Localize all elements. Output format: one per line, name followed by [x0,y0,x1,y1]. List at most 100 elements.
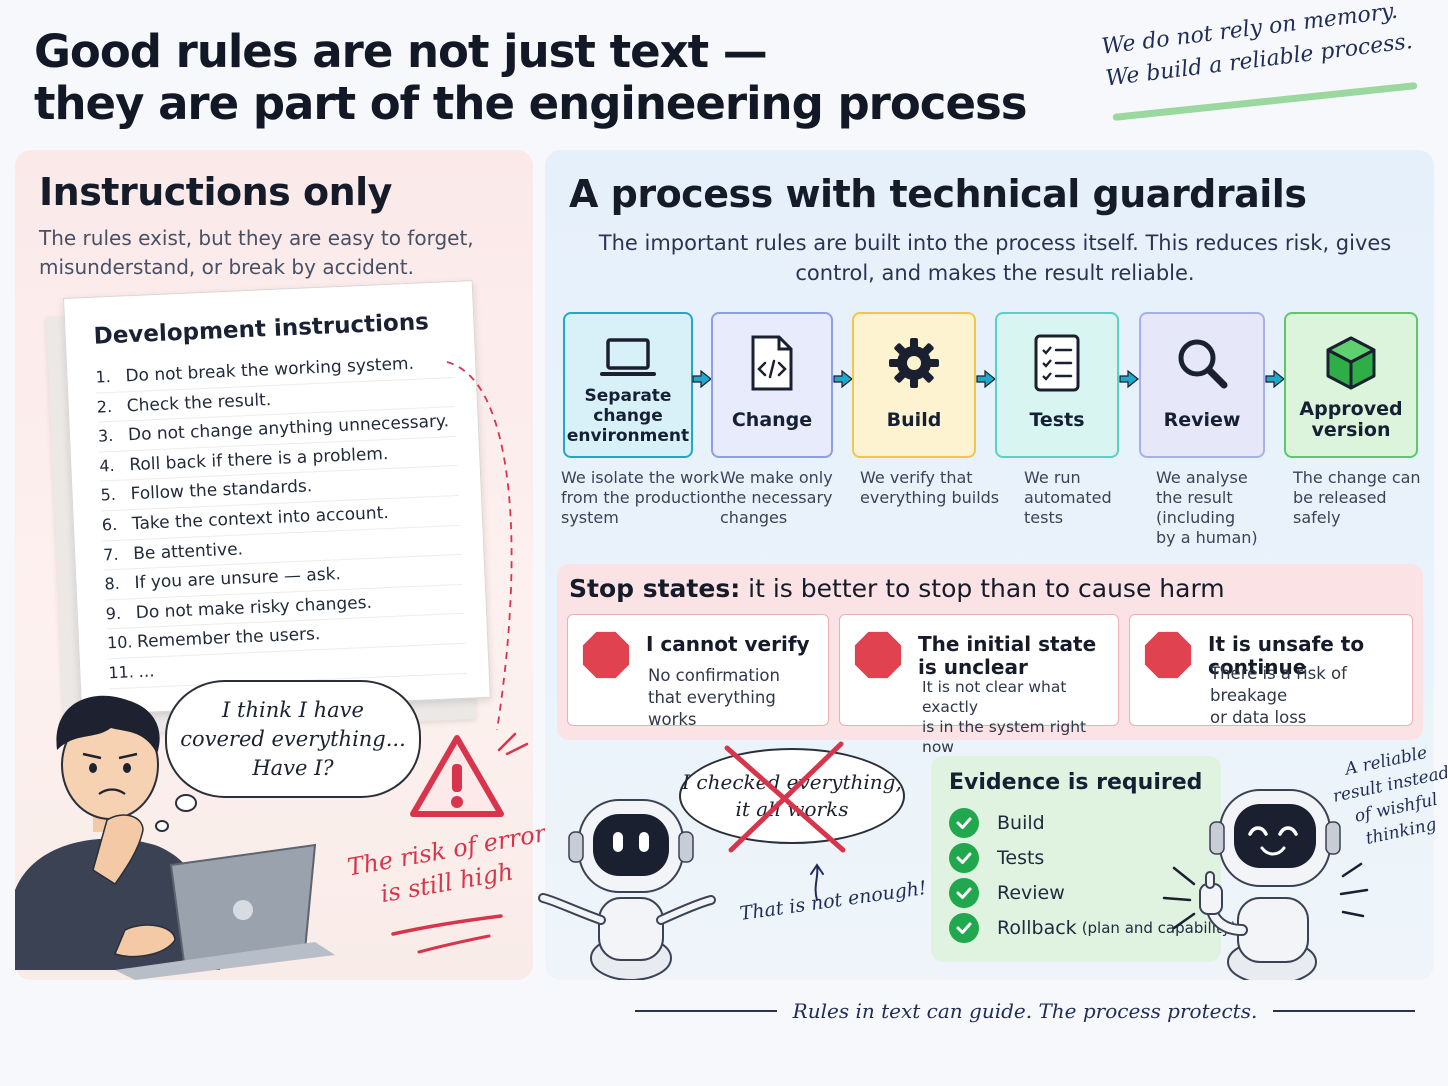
step-label: Change [726,394,818,456]
title-line-2: they are part of the engineering process [34,77,1028,130]
stop-card-title-line: is unclear [918,655,1028,679]
evidence-item-label: Rollback [997,917,1077,939]
instruction-number: 10. [106,632,133,653]
thought-line-3: Have I? [252,755,334,780]
check-circle-icon [949,913,979,943]
step-label-line: environment [566,426,690,446]
step-description-line: system [561,508,619,527]
stop-card-title-line: I cannot verify [646,632,810,656]
evidence-title: Evidence is required [949,770,1203,795]
step-label-line: Review [1163,408,1241,431]
right-panel-title: A process with technical guardrails [569,172,1307,216]
evidence-item: Tests [949,843,1044,873]
stop-states-box: Stop states: it is better to stop than t… [557,564,1423,756]
guardrails-panel: A process with technical guardrails The … [538,150,1448,980]
stop-card-description-line: is in the system right now [922,718,1087,756]
instructions-only-panel: Instructions only The rules exist, but t… [15,150,548,980]
title-line-1: Good rules are not just text — [34,25,768,78]
step-label: Build [881,394,948,456]
stop-states-title: Stop states: it is better to stop than t… [569,574,1225,603]
left-panel-title: Instructions only [39,170,392,214]
motto: We do not rely on memory. We build a rel… [1100,0,1435,96]
instruction-number: 5. [100,485,117,505]
step-label-line: Change [731,408,813,431]
evidence-item-label: Tests [997,847,1045,869]
worried-developer-illustration [15,695,335,980]
step-description-line: We verify that [860,468,973,487]
warning-icon [410,735,504,817]
evidence-item: Build [949,808,1045,838]
stop-sign-icon [582,631,630,683]
step-description-line: by a human) [1156,528,1258,547]
step-description-line: everything builds [860,488,1000,507]
footer: Rules in text can guide. The process pro… [635,996,1415,1026]
evidence-item: Rollback(plan and capability) [949,913,1236,943]
thumbs-up-robot-illustration [1162,789,1341,980]
pipeline-step: Change [711,312,833,458]
step-label-line: Approved [1299,398,1403,420]
step-description-line: The change can [1293,468,1421,487]
step-label: Tests [1023,394,1090,456]
evidence-item: Review [949,878,1065,908]
page-title: Good rules are not just text — they are … [34,25,1028,130]
step-description-line: safely [1293,508,1341,527]
instruction-number: 6. [101,514,118,535]
arrow-right-icon [832,368,854,390]
step-description-line: the necessary [720,488,833,507]
instruction-number: 3. [97,426,114,446]
stop-card-description-line: It is not clear what exactly [922,678,1067,716]
stop-card-description-line: No confirmation [648,666,780,685]
stop-card-title-line: It is unsafe to continue [1208,632,1365,679]
check-circle-icon [949,843,979,873]
instruction-number: 8. [104,573,121,594]
thought-dot-1 [175,794,197,812]
check-circle-icon [949,878,979,908]
speech-line-2: it all works [735,797,849,821]
left-panel-subtitle: The rules exist, but they are easy to fo… [39,226,474,279]
step-label-line: Build [886,408,942,431]
pipeline-step: Build [852,312,976,458]
cube-icon [1324,332,1378,394]
stop-card-title: It is unsafe to continue [1208,633,1412,679]
instruction-number: 9. [105,603,122,624]
step-description-line: the result [1156,488,1233,507]
step-description-line: tests [1024,508,1064,527]
thought-bubble: I think I have covered everything... Hav… [165,680,421,798]
step-label-line: version [1311,419,1391,441]
stop-sign-icon [1144,631,1192,683]
instructions-list: 1.Do not break the working system.2.Chec… [94,348,467,689]
instruction-number: 2. [96,396,113,417]
pointer-arrow-icon [810,863,824,901]
footer-line-left [635,1010,777,1012]
cross-out-icon [724,741,846,853]
step-description-line: We analyse [1156,468,1248,487]
check-circle-icon [949,808,979,838]
thought-dot-2 [155,820,169,832]
stop-card-title: I cannot verify [646,633,810,656]
pipeline-step: Tests [995,312,1119,458]
stop-title-bold: Stop states: [569,574,741,603]
robot-speech-bubble: I checked everything, it all works [679,748,905,844]
stop-title-rest: it is better to stop than to cause harm [740,574,1225,603]
stop-sign-icon [854,631,902,683]
arrow-right-icon [691,368,713,390]
gear-icon [886,332,942,394]
step-label-line: Tests [1029,408,1085,431]
shine-marks-icon [1339,862,1369,918]
right-panel-subtitle: The important rules are built into the p… [598,231,1392,285]
instruction-number: 4. [98,455,116,476]
